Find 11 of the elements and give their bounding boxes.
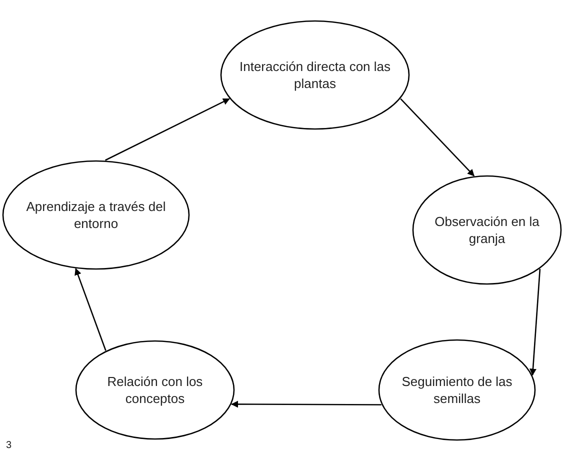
node-label: Relación con los conceptos [106, 373, 204, 407]
arrow [231, 400, 382, 408]
arrow [400, 98, 474, 176]
node-label: Seguimiento de las semillas [400, 373, 514, 407]
arrow [530, 268, 541, 376]
arrow [105, 98, 230, 161]
arrow [74, 268, 106, 351]
node-label: Observación en la granja [434, 213, 540, 247]
page-number: 3 [6, 440, 12, 451]
node-label: Aprendizaje a través del entorno [25, 198, 167, 232]
node-label: Interacción directa con las plantas [238, 58, 392, 92]
